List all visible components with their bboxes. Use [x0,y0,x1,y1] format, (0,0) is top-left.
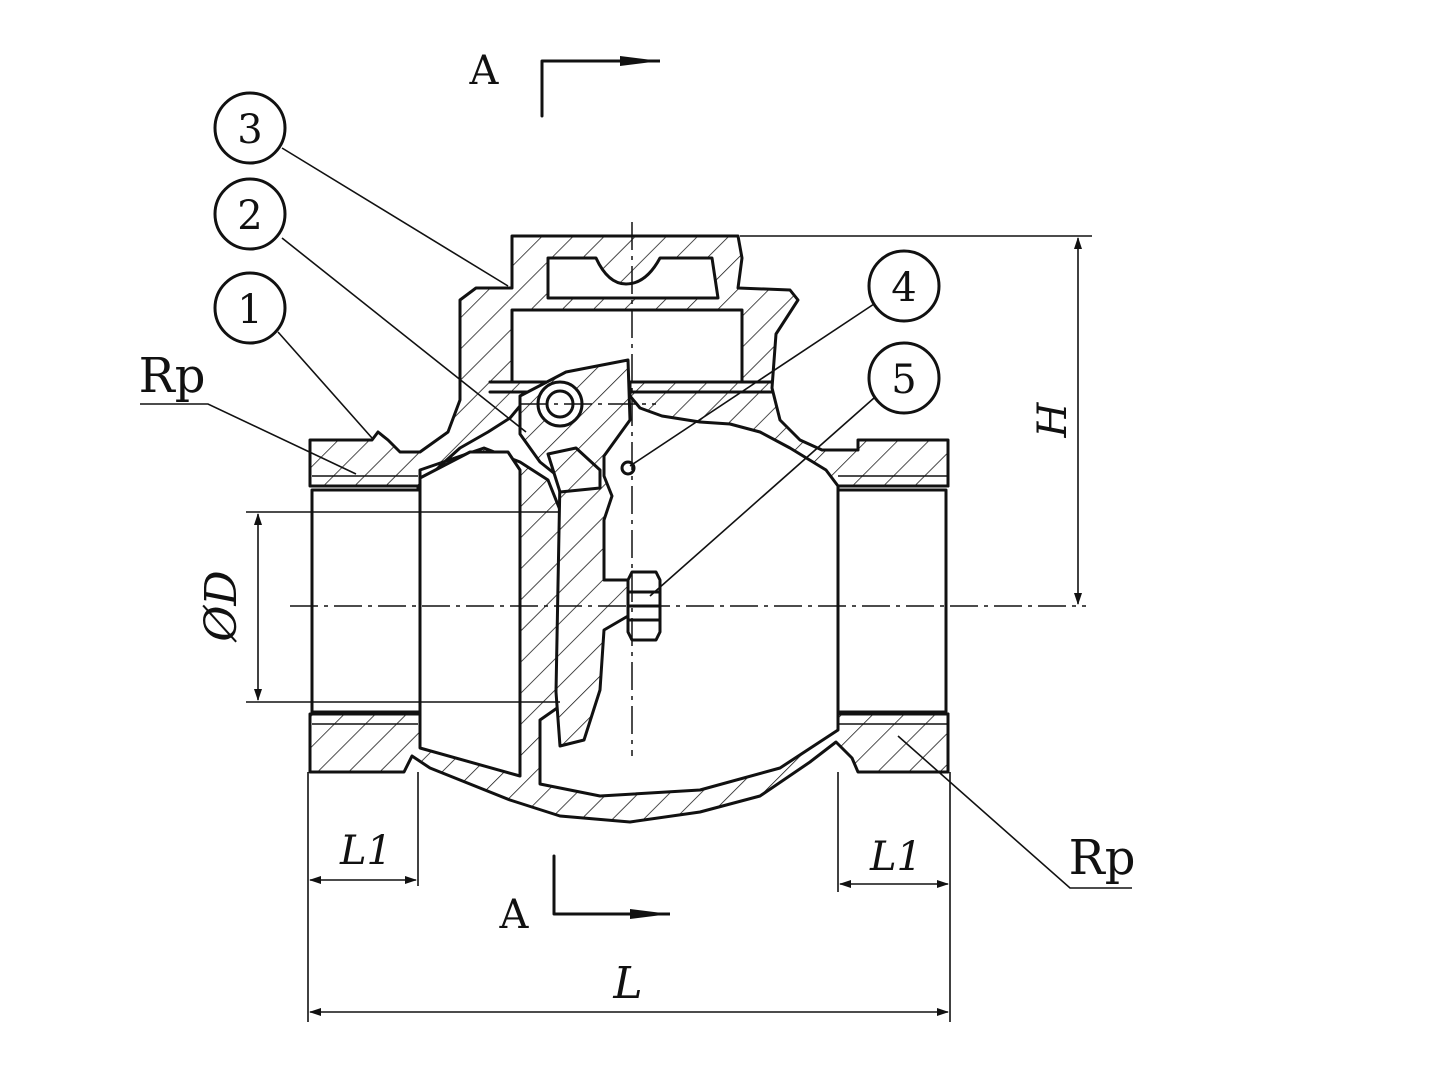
svg-text:2: 2 [237,193,262,239]
l1-right-label: L1 [869,834,922,880]
rp-left-label: Rp [139,348,206,404]
dimension-l1-left: L1 [307,772,419,1022]
dimension-height: H [740,235,1092,605]
svg-text:5: 5 [891,357,916,403]
dimension-diameter: ØD [196,511,560,703]
rp-right-label: Rp [1069,830,1136,886]
balloon-4: 4 [867,249,941,323]
dimension-l1-right: L1 [837,772,951,1022]
height-label: H [1030,401,1076,438]
center-lines [290,222,1086,756]
leader-lines [140,147,1132,889]
section-mark-bottom: A [499,854,670,938]
l1-left-label: L1 [339,828,392,874]
section-mark-bottom-label: A [499,892,530,938]
length-label: L [612,958,642,1009]
dimension-length: L [309,958,949,1016]
balloon-2: 2 [213,177,287,251]
svg-text:1: 1 [237,287,262,333]
balloon-5: 5 [867,341,941,415]
swing-disc [518,358,632,748]
section-mark-top-label: A [469,48,500,94]
section-mark-top: A [469,48,660,118]
diameter-label: ØD [196,570,247,642]
svg-text:3: 3 [237,107,262,153]
svg-text:4: 4 [891,265,916,311]
balloon-3: 3 [213,91,287,165]
balloon-1: 1 [213,271,287,345]
